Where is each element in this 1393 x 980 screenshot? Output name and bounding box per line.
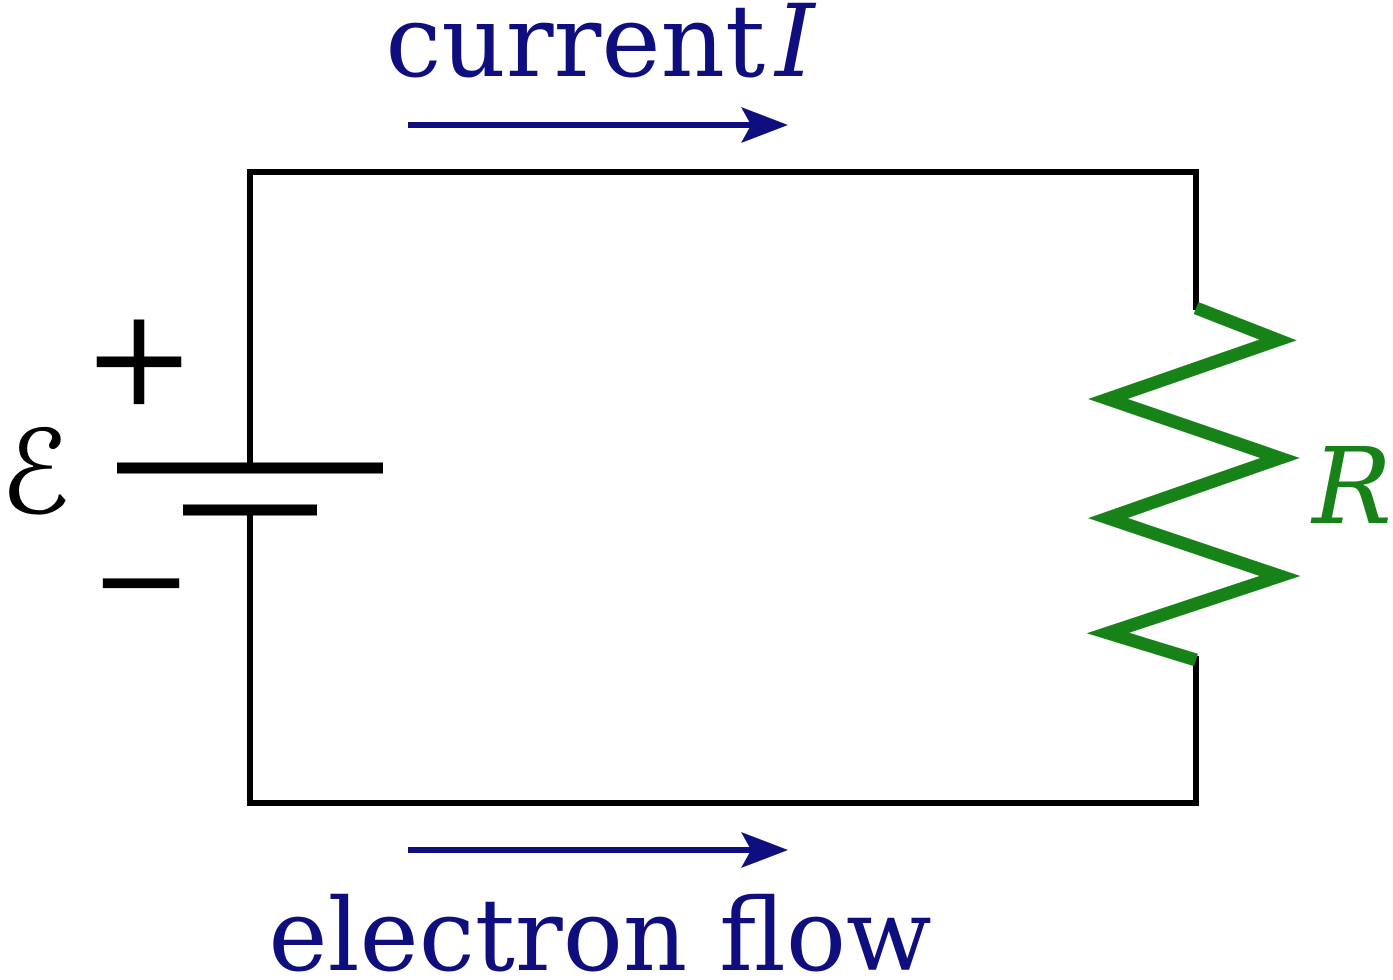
electron-flow-label: electron flow	[268, 886, 931, 980]
wire-bottom-loop	[247, 512, 1199, 806]
electron-flow-arrowhead-icon	[741, 832, 788, 868]
emf-symbol: ℰ	[0, 416, 70, 532]
resistor-zigzag	[1086, 301, 1301, 667]
battery-plus-sign: +	[82, 290, 195, 425]
minus-sign-glyph: −	[89, 508, 193, 651]
current-label-word: current	[385, 0, 766, 100]
battery-minus-sign: −	[90, 519, 192, 641]
electron-flow-arrow	[408, 832, 788, 868]
electron-flow-label-text: electron flow	[268, 877, 932, 980]
current-symbol: I	[775, 0, 815, 100]
current-arrowhead-icon	[741, 107, 788, 143]
resistor-label: R	[1312, 433, 1392, 540]
plus-sign-glyph: +	[82, 279, 196, 437]
wire-top-loop	[247, 169, 1199, 466]
emf-symbol-glyph: ℰ	[0, 406, 71, 541]
resistor-symbol-glyph: R	[1312, 424, 1392, 548]
current-arrow	[408, 107, 788, 143]
